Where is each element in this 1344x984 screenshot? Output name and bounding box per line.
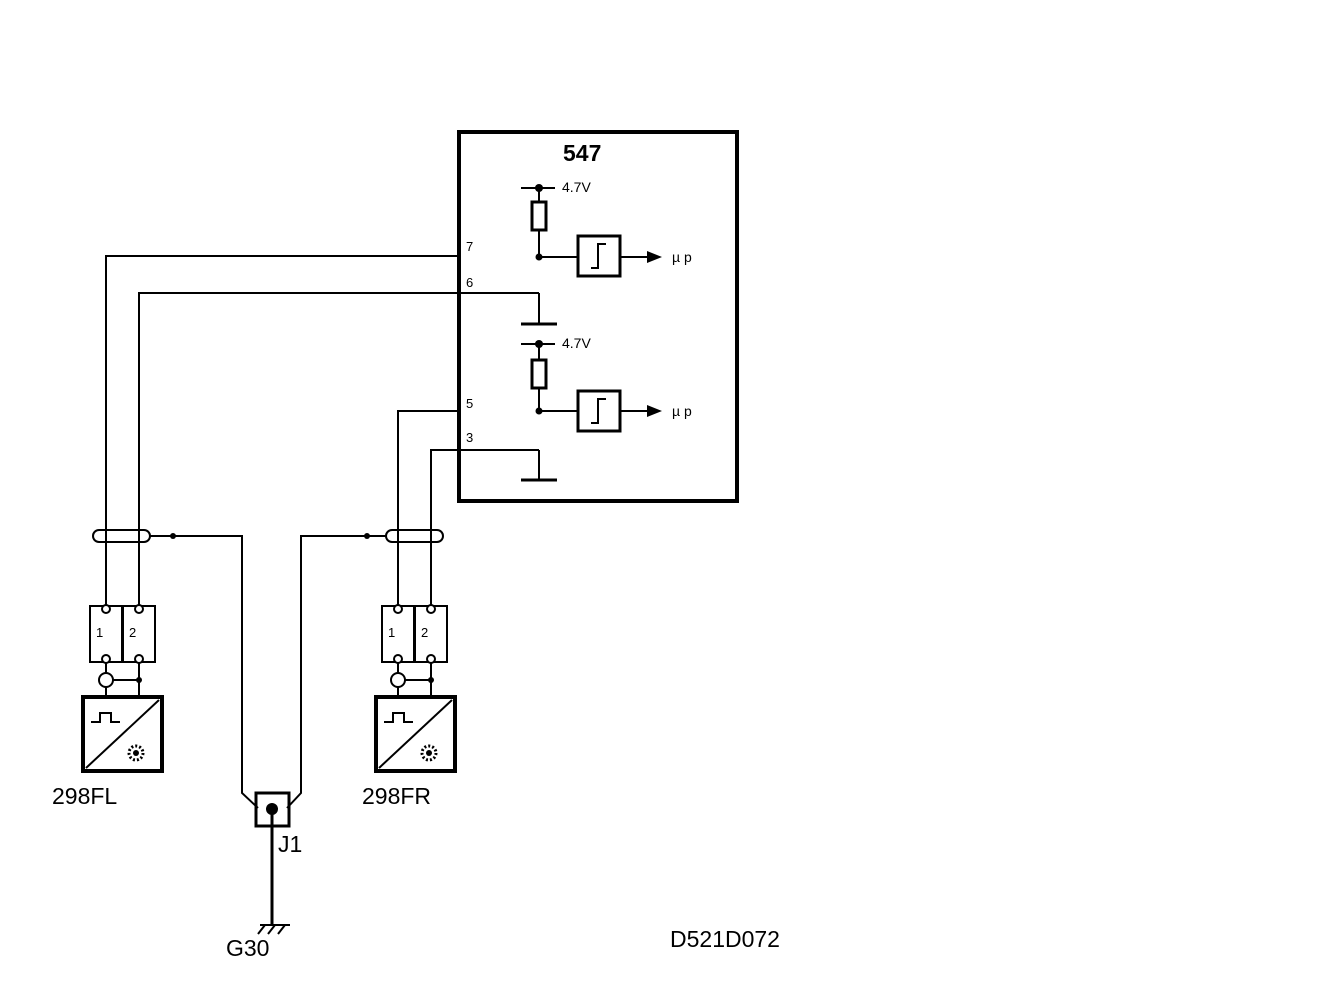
ground-label: G30 [226, 935, 269, 961]
sensor-body-fr [374, 695, 457, 773]
output-top-label: µ p [672, 249, 692, 265]
shield-right [286, 529, 444, 809]
pin-3-label: 3 [466, 430, 473, 445]
shield-sleeve-left [92, 529, 151, 543]
ecu-box [457, 130, 739, 503]
output-arrow-bottom [647, 405, 662, 417]
harness-wires [105, 255, 459, 606]
fl-pin1-label: 1 [96, 625, 103, 640]
wire-pin3-to-fr2 [430, 449, 459, 606]
trigger-symbol-bottom [591, 398, 606, 424]
wire-pin7-to-fl1 [105, 255, 459, 606]
connector-fr-pin1 [381, 605, 415, 663]
resistor-bottom [530, 358, 548, 390]
resistor-top [530, 200, 548, 232]
tone-wheel-icon-fl [127, 744, 145, 762]
shield-drain-right [286, 535, 367, 809]
shield-ring-fr [390, 672, 406, 688]
shield-ring-fl [98, 672, 114, 688]
fr-pin1-label: 1 [388, 625, 395, 640]
pin-6-label: 6 [466, 275, 473, 290]
pulse-icon-fl [91, 712, 120, 723]
output-bottom-label: µ p [672, 403, 692, 419]
connector-fl-pin1 [89, 605, 123, 663]
pin-7-label: 7 [466, 239, 473, 254]
tone-wheel-icon-fr [420, 744, 438, 762]
connector-fr-pin2 [414, 605, 448, 663]
trigger-symbol-top [591, 243, 606, 269]
sensor-298fl: 1 2 298FL [52, 604, 164, 809]
fl-pin2-label: 2 [129, 625, 136, 640]
fr-pin2-label: 2 [421, 625, 428, 640]
supply-voltage-bottom-label: 4.7V [562, 335, 591, 351]
sensor-fl-label: 298FL [52, 783, 117, 809]
ecu-547: 547 4.7V µ p 4.7V µ p [457, 130, 739, 503]
pin-5-label: 5 [466, 396, 473, 411]
sensor-fr-label: 298FR [362, 783, 431, 809]
wire-pin5-to-fr1 [397, 410, 459, 606]
connector-fl-pin2 [122, 605, 156, 663]
shield-drain-left [173, 535, 259, 809]
output-arrow-top [647, 251, 662, 263]
shield-left [92, 529, 259, 809]
junction-label: J1 [278, 831, 302, 857]
sensor-body-fl [81, 695, 164, 773]
ecu-id-label: 547 [563, 140, 601, 166]
wire-pin6-to-fl2 [138, 292, 459, 606]
pulse-icon-fr [384, 712, 413, 723]
sensor-298fr: 1 2 298FR [362, 604, 457, 809]
junction-j1: J1 [254, 791, 302, 925]
ground-g30: G30 [226, 924, 290, 961]
supply-voltage-top-label: 4.7V [562, 179, 591, 195]
diagram-code: D521D072 [670, 926, 780, 952]
shield-sleeve-right [385, 529, 444, 543]
